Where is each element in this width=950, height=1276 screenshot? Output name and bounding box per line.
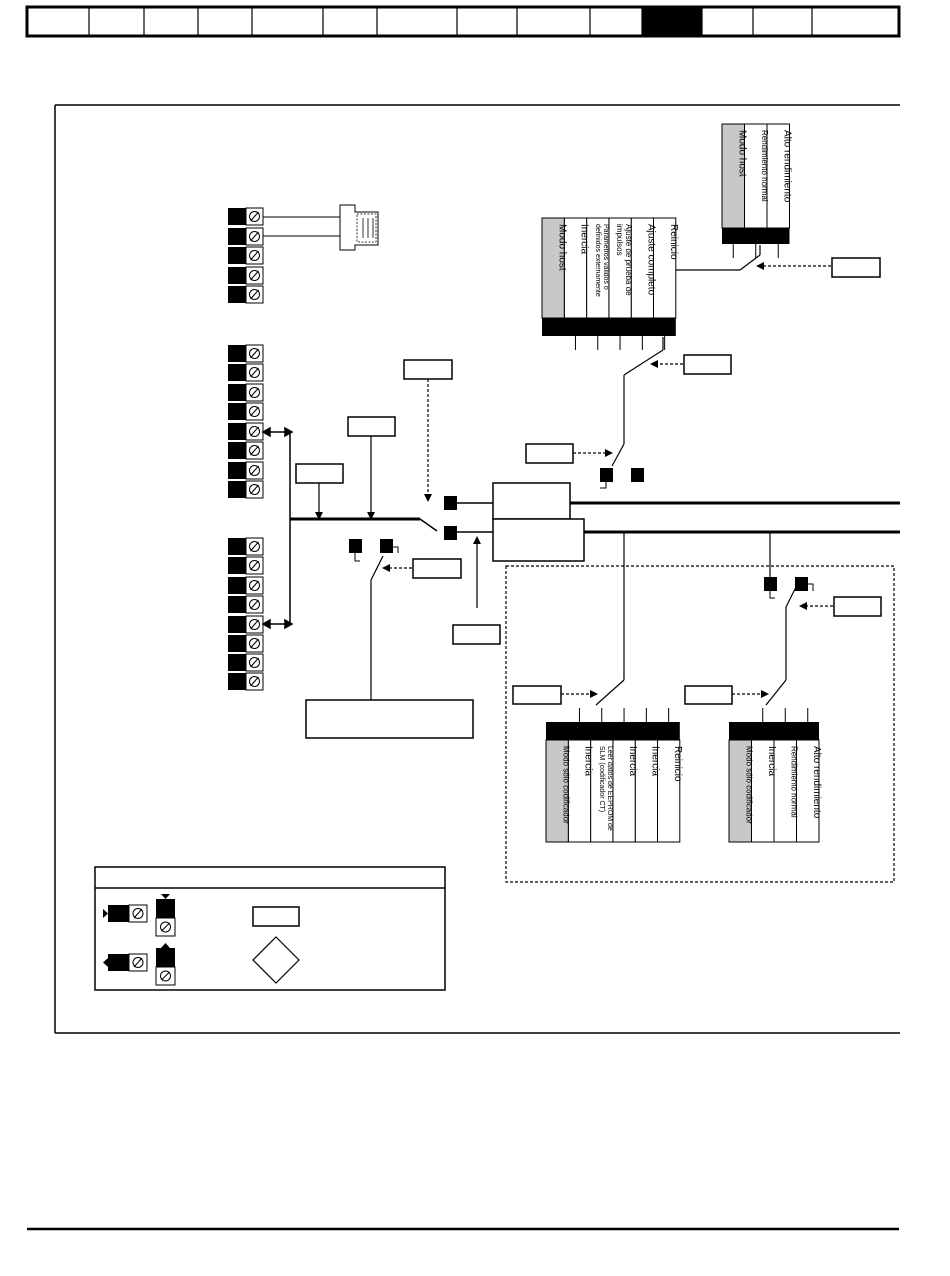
selector-option	[545, 739, 569, 843]
selector-option	[541, 217, 565, 319]
header-tab-bar	[25, 5, 901, 38]
selector-option-label: Modo host	[556, 224, 567, 271]
filled-square-icon	[444, 496, 457, 510]
filled-square-icon	[631, 468, 644, 482]
tab-active[interactable]	[642, 8, 702, 35]
selector-option-label: Inercia	[627, 746, 638, 776]
terminal-blocks	[228, 207, 264, 691]
terminal-slash-icon	[228, 461, 264, 480]
terminal-slash-icon	[228, 634, 264, 653]
terminal-slash-icon	[228, 480, 264, 499]
filled-square-icon	[764, 577, 777, 591]
terminal-slash-icon	[228, 422, 264, 441]
selector-option-label: Leer datos de EEPROM de	[606, 746, 613, 831]
filled-square-icon	[349, 539, 362, 553]
terminal-slash-icon	[228, 615, 264, 634]
selector-option-label: Ajuste completo	[646, 224, 657, 296]
terminal-slash-icon	[103, 904, 148, 923]
switch-markers	[349, 468, 814, 599]
ground-tick	[769, 591, 775, 599]
bottom-right-selector: Alto rendimiento Rendimiento normal Inerci…	[728, 708, 822, 843]
parameter-box-icon	[683, 354, 732, 375]
parameter-box-icon	[684, 685, 733, 705]
terminal-slash-icon	[228, 402, 264, 421]
selector-option-label: Alto rendimiento	[782, 130, 793, 203]
top-center-selector: Reinicio Ajuste completo Ajuste de prueba …	[541, 217, 679, 350]
ground-tick	[386, 546, 399, 553]
encoder-mode-region	[505, 565, 895, 883]
signal-lines	[290, 482, 900, 562]
parameter-box-icon	[525, 443, 574, 464]
selector-option-label: Rendimiento normal	[790, 746, 799, 818]
ground-tick	[801, 583, 814, 591]
terminal-slash-icon	[228, 266, 264, 285]
parameter-box-icon	[347, 416, 396, 437]
bottom-left-selector: Reinicio Inercia Inercia Leer datos de EEPR…	[545, 708, 683, 843]
filled-square-icon	[600, 468, 613, 482]
diagram-frame	[54, 104, 900, 1034]
terminal-slash-icon	[228, 672, 264, 691]
terminal-slash-icon	[228, 556, 264, 575]
terminal-slash-icon	[228, 441, 264, 460]
parameter-box-icon	[833, 596, 882, 617]
parameter-box-icon	[412, 558, 462, 579]
diamond-icon	[252, 936, 300, 984]
selector-option-label: Alto rendimiento	[811, 746, 822, 819]
top-right-selector: Alto rendimiento Rendimiento normal Modo h…	[721, 123, 793, 258]
filled-square-icon	[444, 526, 457, 540]
terminal-slash-icon	[228, 595, 264, 614]
selector-option-label: Modo sólo codificador	[745, 746, 754, 824]
selector-option-label: SLM (codificador CT)	[598, 746, 605, 812]
selector-option-label: Rendimiento normal	[760, 130, 769, 202]
terminal-slash-icon	[228, 653, 264, 672]
terminal-slash-icon	[155, 943, 176, 986]
parameter-box-icon	[403, 359, 453, 380]
parameter-box-icon	[831, 257, 881, 278]
ground-tick	[354, 553, 360, 562]
terminal-link-arrows	[261, 426, 294, 630]
selector-option-label: Inercia	[650, 746, 661, 776]
legend	[94, 866, 446, 991]
selector-option	[721, 123, 745, 229]
terminal-slash-icon	[228, 576, 264, 595]
terminal-slash-icon	[228, 383, 264, 402]
selector-option-label: Inercia	[766, 746, 777, 776]
selector-option-label: Reinicio	[672, 746, 683, 782]
terminal-slash-icon	[103, 953, 148, 972]
terminal-slash-icon	[228, 537, 264, 556]
parameter-box-icon	[452, 624, 501, 645]
selector-option-label: Modo host	[737, 130, 748, 177]
selector-option-label: Reinicio	[668, 224, 679, 260]
selector-option-label: Ajuste de prueba de	[624, 224, 633, 296]
selector-option-label: Inercia	[583, 746, 594, 776]
terminal-slash-icon	[228, 344, 264, 363]
selector-option-label: Inercia	[579, 224, 590, 254]
selector-option-label: Parámetros válidos o	[602, 224, 609, 290]
terminal-slash-icon	[228, 363, 264, 382]
selector-option-label: Modo sólo codificador	[561, 746, 570, 824]
connector-lines	[315, 245, 895, 883]
terminal-slash-icon	[228, 246, 264, 265]
selector-option-label: impulsos	[615, 224, 624, 256]
parameter-box-icon	[295, 463, 344, 484]
terminal-slash-icon	[228, 207, 264, 226]
function-block-upper	[492, 482, 571, 520]
parameter-boxes	[295, 257, 882, 739]
terminal-slash-icon	[155, 894, 176, 937]
terminal-slash-icon	[228, 227, 264, 246]
terminal-slash-icon	[228, 285, 264, 304]
filled-square-icon	[380, 539, 393, 553]
parameter-box-icon	[252, 906, 300, 927]
rj45-connector-icon	[263, 204, 379, 251]
function-block-lower	[492, 518, 585, 562]
selector-option-label: definidos externamente	[594, 224, 601, 297]
selector-option	[728, 739, 752, 843]
parameter-box-icon	[305, 699, 474, 739]
ground-tick	[600, 482, 607, 489]
parameter-box-icon	[512, 685, 562, 705]
